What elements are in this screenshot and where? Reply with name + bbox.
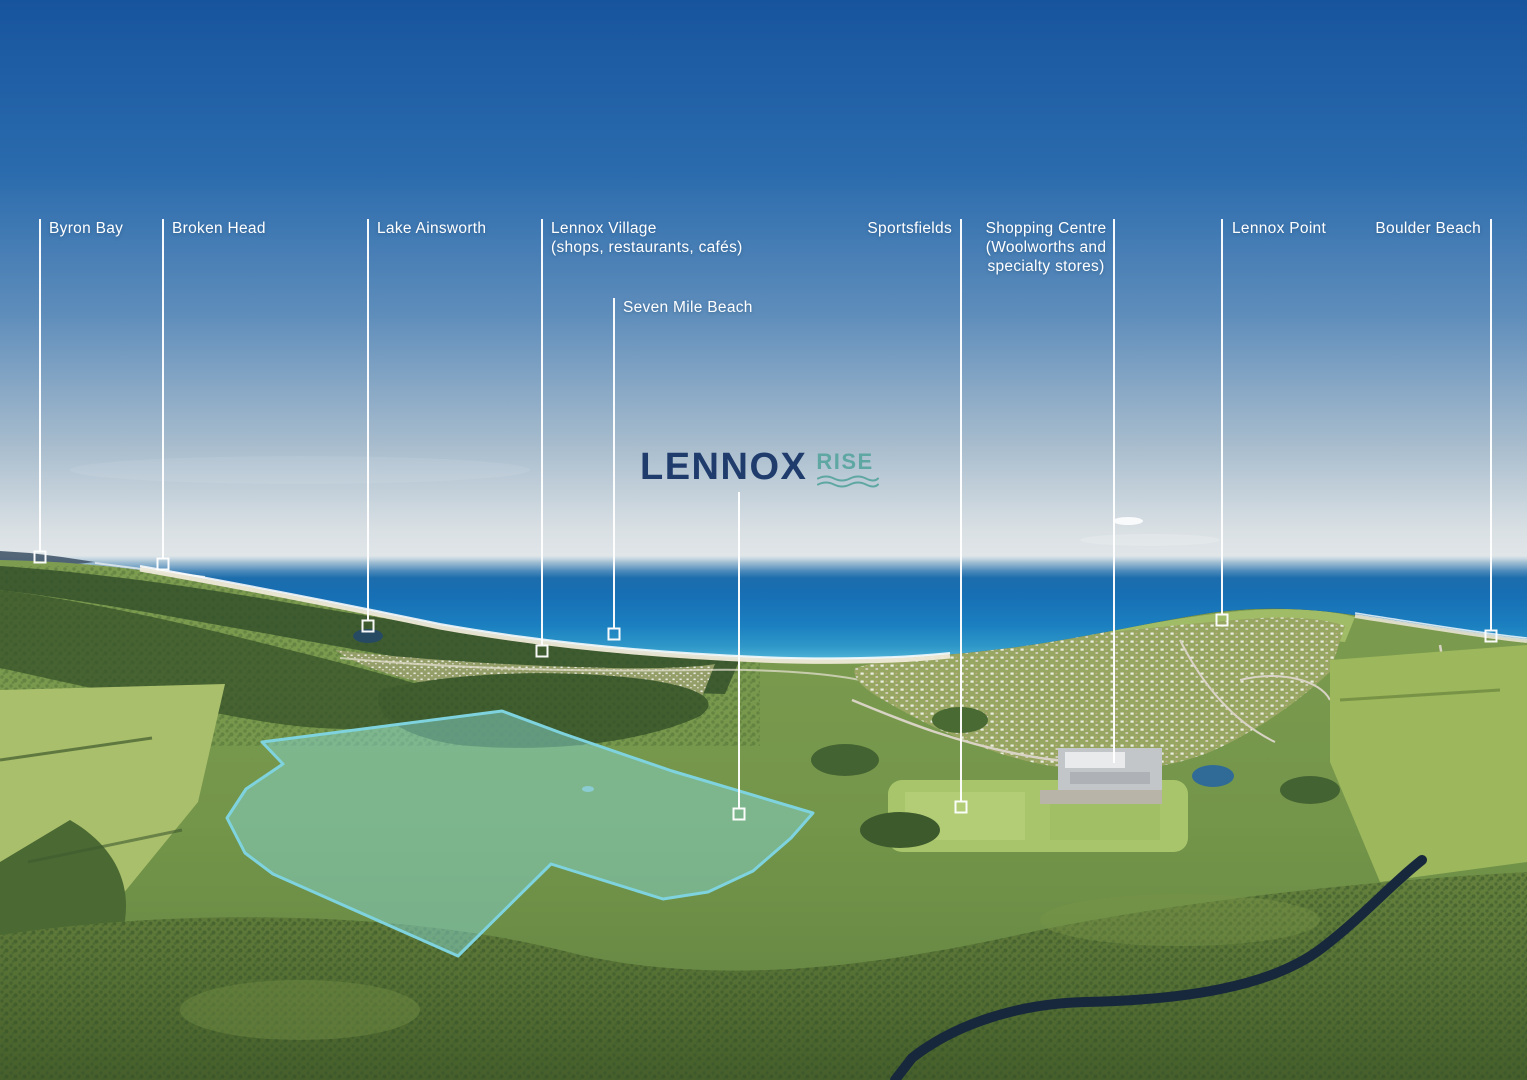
leader-boulder-beach (1484, 219, 1498, 643)
label-text: Seven Mile Beach (623, 299, 753, 316)
label-lennox-point: Lennox Point (1232, 219, 1326, 238)
leader-byron-bay (33, 219, 47, 564)
marker-square (1215, 613, 1229, 627)
leader-lines (33, 219, 1498, 821)
boulder-beach-strip (1354, 612, 1527, 643)
label-lake-ainsworth: Lake Ainsworth (377, 219, 486, 238)
label-text: Byron Bay (49, 220, 124, 237)
label-broken-head: Broken Head (172, 219, 266, 238)
small-cloud (1113, 517, 1143, 525)
label-text: Lake Ainsworth (377, 220, 487, 237)
logo-waves-icon (817, 475, 880, 488)
label-text: Broken Head (172, 220, 266, 237)
logo-primary-text: LENNOX (640, 446, 808, 488)
label-subtext: (shops, restaurants, cafés) (551, 239, 743, 256)
label-text: Boulder Beach (1375, 220, 1481, 237)
leader-lennox-village (535, 219, 549, 658)
label-text: Sportsfields (867, 220, 952, 237)
leader-sportsfields (954, 219, 968, 814)
label-shopping-centre: Shopping Centre (Woolworths and specialt… (986, 219, 1107, 276)
marker-square (1484, 629, 1498, 643)
label-text: Lennox Point (1232, 220, 1327, 237)
marker-square (535, 644, 549, 658)
seven-mile-beach-strip (139, 565, 951, 664)
site-boundary-overlay (225, 709, 815, 958)
label-byron-bay: Byron Bay (49, 219, 123, 238)
marker-square (732, 807, 746, 821)
marker-square (33, 550, 47, 564)
marker-square (361, 619, 375, 633)
leader-lennox-point (1215, 219, 1229, 627)
marker-square (156, 557, 170, 571)
marker-square (954, 800, 968, 814)
label-seven-mile-beach: Seven Mile Beach (623, 298, 753, 317)
label-sportsfields: Sportsfields (867, 219, 952, 238)
label-boulder-beach: Boulder Beach (1375, 219, 1481, 238)
marker-square (607, 627, 621, 641)
label-lennox-village: Lennox Village (shops, restaurants, café… (551, 219, 743, 257)
leader-seven-mile-beach (607, 298, 621, 641)
leader-lake-ainsworth (361, 219, 375, 633)
logo-secondary-block: RISE (816, 451, 880, 488)
land-details (0, 566, 1527, 1080)
label-subtext: specialty stores) (987, 258, 1105, 275)
leader-broken-head (156, 219, 170, 571)
label-text: Shopping Centre (985, 220, 1107, 237)
lennox-rise-logo: LENNOX RISE (640, 448, 880, 488)
sky (0, 0, 1527, 570)
logo-secondary-text: RISE (816, 449, 874, 474)
shopping-centre-building (1040, 748, 1162, 804)
estate-pond (1192, 765, 1234, 787)
leader-lennox-rise-site (732, 492, 746, 821)
label-text: Lennox Village (551, 220, 657, 237)
creek-river (890, 855, 1427, 1080)
label-subtext: (Woolworths and (985, 239, 1107, 256)
lake-ainsworth-water (353, 629, 383, 643)
